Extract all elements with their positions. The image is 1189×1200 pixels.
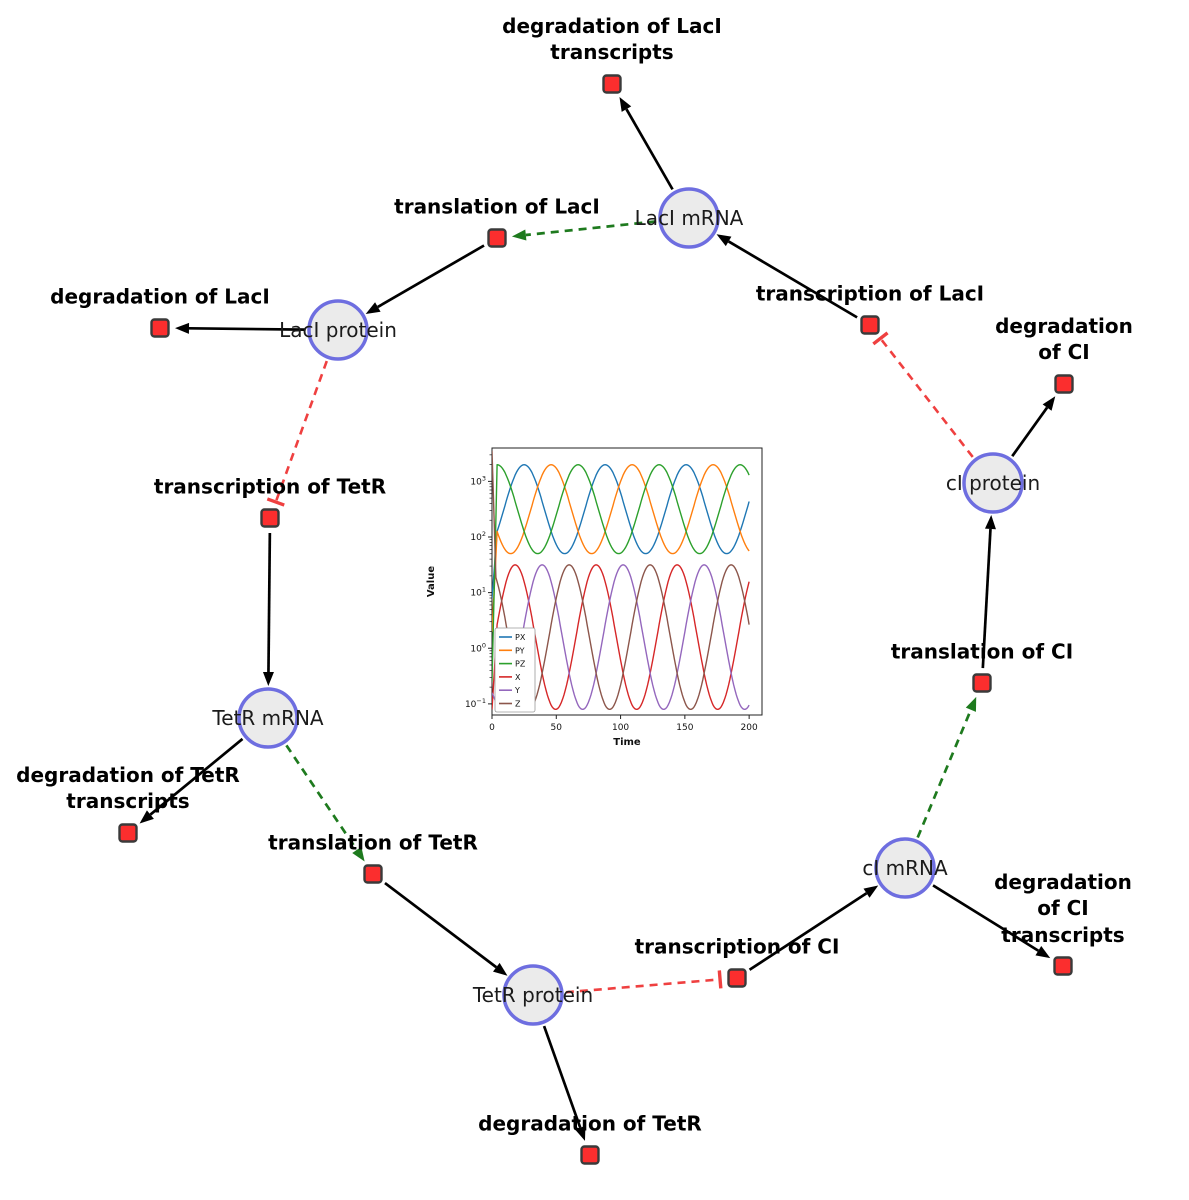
y-tick-label: 102 <box>470 530 486 543</box>
edge-tl-tetr-to-tetr-protein <box>384 881 508 976</box>
x-tick-label: 100 <box>612 723 629 733</box>
arrowhead-icon <box>174 322 190 334</box>
edge-tetr-protein-to-deg-tetr <box>542 1025 586 1141</box>
series-line-PZ <box>492 464 750 682</box>
arrowhead-icon <box>575 1125 586 1141</box>
species-node-tetr-mrna <box>237 687 299 749</box>
edge-tetr-mrna-to-deg-tetr-tx <box>139 737 244 824</box>
edge-tc-ci-to-ci-mrna <box>748 885 879 971</box>
y-tick-label: 103 <box>470 474 486 487</box>
reaction-node-tl-ci <box>972 673 992 693</box>
arrowhead-icon <box>1042 396 1056 411</box>
species-node-ci-mrna <box>874 837 936 899</box>
legend-label: PX <box>515 633 526 642</box>
arrowhead-icon <box>262 671 274 687</box>
arrowhead-icon <box>365 302 381 314</box>
reaction-node-tl-laci <box>487 228 507 248</box>
y-axis-label: Value <box>426 566 437 597</box>
species-node-tetr-protein <box>502 964 564 1026</box>
arrowhead-icon <box>492 962 508 976</box>
legend-label: PZ <box>515 660 526 669</box>
reaction-node-tl-tetr <box>363 864 383 884</box>
reaction-node-deg-tetr-tx <box>118 823 138 843</box>
x-tick-label: 50 <box>551 723 563 733</box>
legend-label: Z <box>515 700 521 709</box>
legend-label: X <box>515 673 521 682</box>
reaction-node-deg-ci-tx <box>1053 956 1073 976</box>
edge-tc-laci-to-laci-mrna <box>716 234 858 319</box>
reaction-node-deg-laci-tx <box>602 74 622 94</box>
arrowhead-icon <box>619 97 632 112</box>
reaction-node-deg-tetr <box>580 1145 600 1165</box>
arrowhead-icon <box>352 846 365 862</box>
arrowhead-icon <box>863 885 879 898</box>
x-tick-label: 200 <box>741 723 758 733</box>
inhibition-tbar-icon <box>872 331 889 346</box>
reaction-node-deg-laci <box>150 318 170 338</box>
edge-laci-protein-to-deg-laci <box>174 322 306 334</box>
species-node-ci-protein <box>962 452 1024 514</box>
series-line-Y <box>492 564 750 710</box>
arrowhead-icon <box>511 229 527 241</box>
legend: PX PY PZ XYZ <box>494 627 536 713</box>
y-tick-label: 10−1 <box>465 697 486 710</box>
inhibition-tbar-icon <box>717 970 723 989</box>
edge-ci-mrna-to-deg-ci-tx <box>932 884 1051 959</box>
x-tick-label: 0 <box>489 723 495 733</box>
edge-ci-protein-to-deg-ci <box>1011 396 1056 457</box>
x-tick-label: 150 <box>676 723 693 733</box>
series-line-PX <box>492 464 750 599</box>
species-node-laci-mrna <box>658 187 720 249</box>
edge-tl-ci-to-ci-protein <box>981 514 996 669</box>
series-curves <box>492 450 750 710</box>
edge-laci-mrna-to-tl-laci <box>511 220 657 241</box>
arrowhead-icon <box>1035 946 1051 959</box>
reaction-node-tc-ci <box>727 968 747 988</box>
series-line-PY <box>492 464 750 632</box>
x-axis-label: Time <box>613 737 641 748</box>
edge-laci-mrna-to-deg-laci-tx <box>619 97 674 191</box>
arrowhead-icon <box>716 234 732 247</box>
edge-tc-tetr-to-tetr-mrna <box>262 532 274 687</box>
inhibition-tbar-icon <box>266 497 285 507</box>
arrowhead-icon <box>984 514 996 530</box>
legend-label: Y <box>514 686 520 695</box>
arrowhead-icon <box>965 696 977 712</box>
edge-tetr-mrna-to-tl-tetr <box>285 744 365 862</box>
edge-ci-mrna-to-tl-ci <box>916 696 977 839</box>
reaction-node-deg-ci <box>1054 374 1074 394</box>
edge-tl-laci-to-laci-protein <box>365 244 485 314</box>
arrowhead-icon <box>139 810 154 824</box>
y-tick-label: 101 <box>470 586 486 599</box>
reaction-node-tc-tetr <box>260 508 280 528</box>
species-node-laci-protein <box>307 299 369 361</box>
edge-ci-protein-to-tc-laci <box>872 331 974 458</box>
legend-label: PY <box>515 646 525 655</box>
y-tick-label: 100 <box>470 641 486 654</box>
plot-frame <box>491 447 763 716</box>
reaction-node-tc-laci <box>860 315 880 335</box>
edge-laci-protein-to-tc-tetr <box>266 360 328 507</box>
edge-tetr-protein-to-tc-ci <box>565 970 723 994</box>
